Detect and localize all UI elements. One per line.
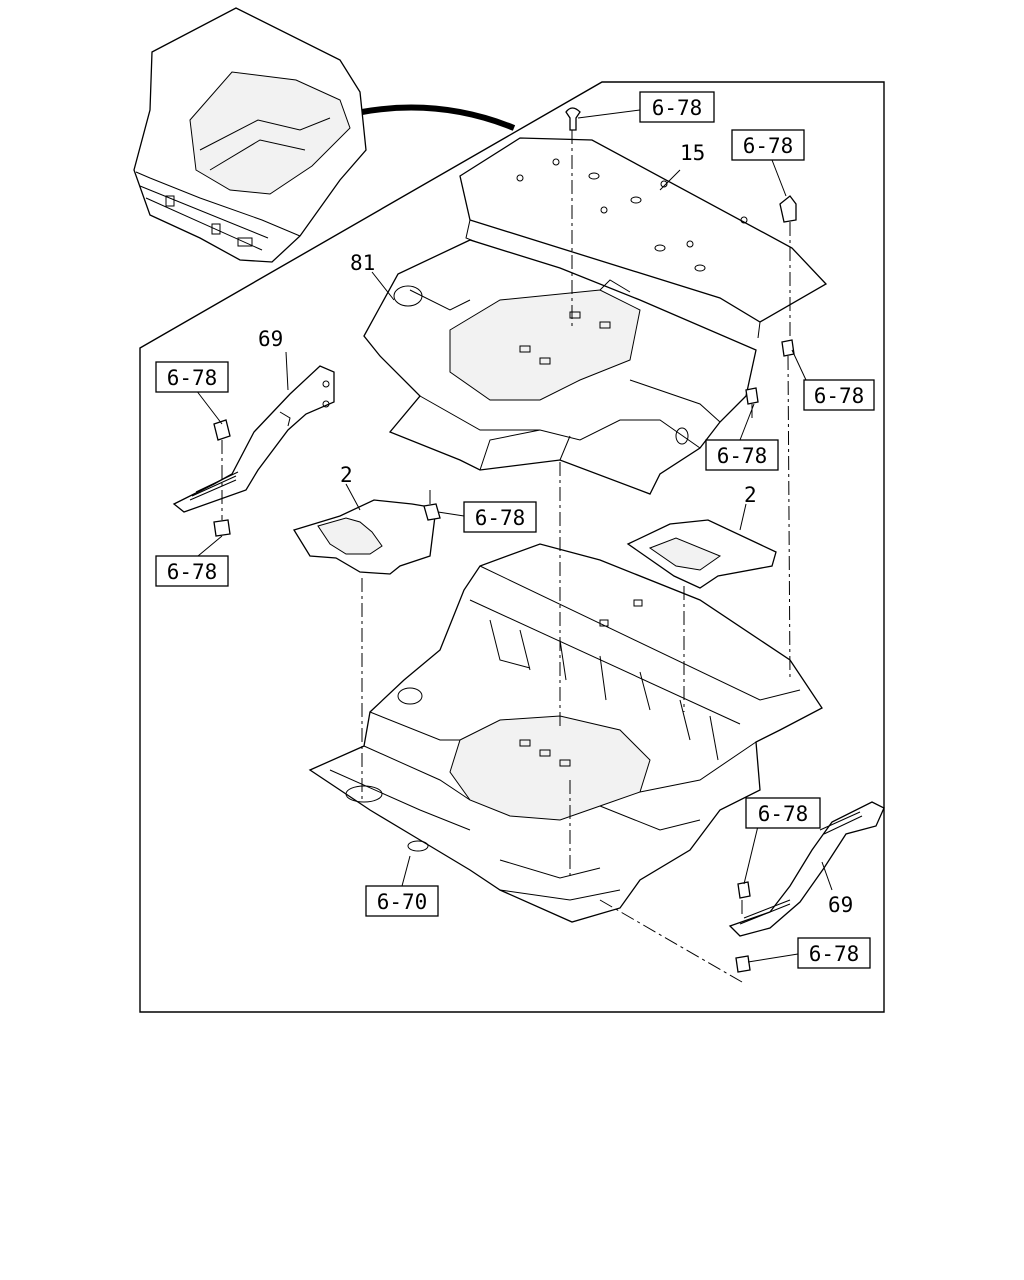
ref-center-right-label: 6-78 (717, 444, 768, 468)
ref-box-center-right: 6-78 (705, 439, 779, 471)
ref-right-mid-label: 6-78 (814, 384, 865, 408)
part-number-69-left: 69 (258, 327, 283, 351)
part-number-2-right: 2 (744, 483, 757, 507)
ref-top-bolt-label: 6-78 (652, 96, 703, 120)
leader-lines (195, 109, 833, 963)
ref-left-bottom-label: 6-78 (167, 560, 218, 584)
part-69-right-sill (728, 801, 885, 937)
ref-box-center-clip: 6-78 (463, 501, 537, 533)
ref-center-clip-label: 6-78 (475, 506, 526, 530)
ref-box-right-mid: 6-78 (803, 379, 875, 411)
cab-overview-inset (133, 7, 516, 263)
part-15-rear-panel (459, 137, 828, 347)
top-bolt-icon (565, 107, 581, 131)
ref-box-right-top: 6-78 (731, 129, 805, 161)
ref-box-top-bolt: 6-78 (639, 91, 715, 123)
ref-box-floor: 6-70 (365, 885, 439, 917)
left-bottom-clip-icon (213, 519, 231, 537)
part-69-left-sill (172, 365, 335, 513)
ref-lower-right-top-label: 6-78 (758, 802, 809, 826)
part-number-81: 81 (350, 251, 375, 275)
diagram-frame (139, 81, 885, 1013)
lower-right-screw-icon (737, 881, 751, 899)
ref-floor-label: 6-70 (377, 890, 428, 914)
center-clip-icon (423, 503, 441, 521)
part-number-69-right: 69 (828, 893, 853, 917)
part-number-2-left: 2 (340, 463, 353, 487)
ref-lower-right-bottom-label: 6-78 (809, 942, 860, 966)
part-2-right-pad (626, 519, 777, 589)
ref-box-left-bottom: 6-78 (155, 555, 229, 587)
part-81-floor-insulator (363, 239, 757, 495)
left-top-screw-icon (213, 419, 231, 441)
inset-leader-curve (361, 104, 516, 131)
part-2-left-pad (293, 499, 437, 575)
ref-left-top-label: 6-78 (167, 366, 218, 390)
right-top-clip-icon (779, 195, 797, 223)
right-mid-clip-icon (781, 339, 795, 357)
floor-panel-assembly (308, 543, 823, 923)
ref-box-lower-right-top: 6-78 (745, 797, 821, 829)
ref-box-lower-right-bottom: 6-78 (797, 937, 871, 969)
part-number-15: 15 (680, 141, 705, 165)
alignment-lines (221, 130, 791, 983)
lower-right-clip-icon (735, 955, 751, 973)
ref-right-top-label: 6-78 (743, 134, 794, 158)
ref-box-left-top: 6-78 (155, 361, 229, 393)
center-right-clip-icon (745, 387, 759, 405)
